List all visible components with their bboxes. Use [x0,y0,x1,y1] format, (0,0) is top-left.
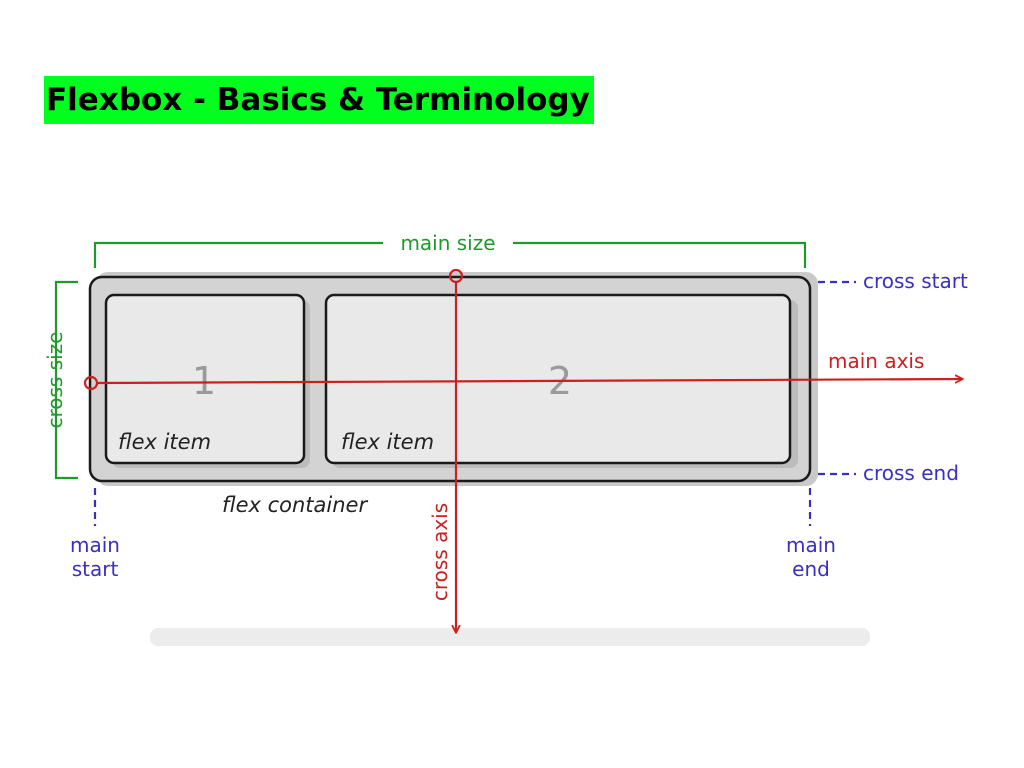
flex-item-1-number: 1 [192,359,216,403]
main-size-bracket [93,241,807,268]
main-start-label-line2: start [72,557,119,581]
main-end-label-line1: main [786,533,836,557]
cross-axis-origin [448,268,464,284]
main-start-label-line1: main [70,533,120,557]
flex-item-1-label: flex item [118,430,211,454]
cross-size-label: cross size [43,332,67,429]
main-end-label-line2: end [792,557,830,581]
flex-item-2-label: flex item [341,430,434,454]
main-axis-label: main axis [828,349,924,373]
main-size-label: main size [400,231,495,255]
floor-shadow [150,628,870,646]
main-axis-arrow [96,374,964,385]
flex-item-1 [104,293,306,465]
cross-start-label: cross start [863,269,968,293]
cross-size-bracket [54,280,78,480]
main-axis-origin [83,375,99,391]
cross-end-label: cross end [863,461,959,485]
flex-container-label: flex container [222,493,368,517]
cross-axis-label: cross axis [428,503,452,601]
page-title: Flexbox - Basics & Terminology [44,76,594,124]
